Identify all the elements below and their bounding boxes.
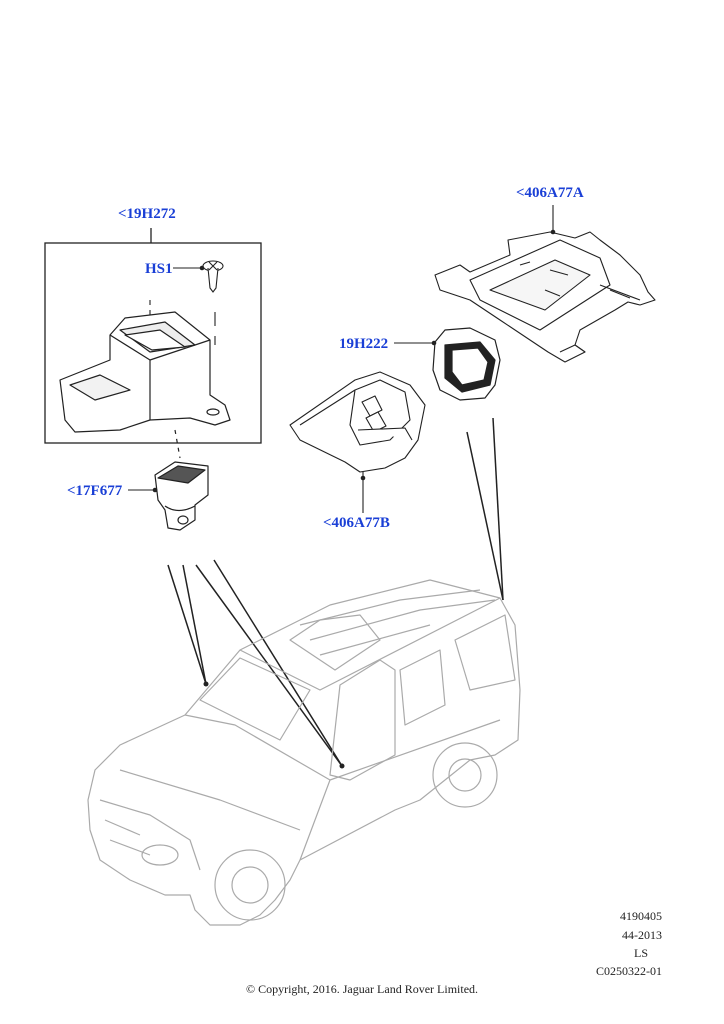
leader-dot [203, 681, 209, 687]
reference-date: 44-2013 [622, 928, 662, 942]
screw-hs1-part[interactable] [202, 260, 224, 293]
callout-406a77b[interactable]: <406A77B [323, 515, 390, 531]
callout-19h272[interactable]: <19H272 [118, 206, 176, 222]
sensor-bracket-part[interactable] [59, 311, 231, 433]
leader-dot [550, 229, 556, 235]
leader-dot [152, 487, 158, 493]
inset-box [44, 228, 262, 444]
callout-19h222[interactable]: 19H222 [339, 336, 389, 352]
sensor-module-part[interactable] [154, 429, 209, 531]
vehicle-outline [87, 579, 521, 926]
vehicle-pointer-lines [167, 417, 504, 767]
callout-17f677[interactable]: <17F677 [67, 483, 123, 499]
callout-406a77a[interactable]: <406A77A [516, 185, 584, 201]
reference-number: 4190405 [620, 909, 662, 923]
leader-lines [149, 267, 216, 345]
leader-dot [360, 475, 366, 481]
connector-19h222-part[interactable] [432, 327, 501, 401]
leader-dot [339, 763, 345, 769]
upper-bracket-part[interactable] [434, 231, 656, 363]
leader-dot [199, 265, 205, 271]
leader-dot [431, 340, 437, 346]
callout-hs1[interactable]: HS1 [145, 261, 173, 277]
trim-cover-part[interactable] [289, 371, 426, 473]
reference-illustration-id: C0250322-01 [596, 964, 662, 978]
copyright-notice: © Copyright, 2016. Jaguar Land Rover Lim… [245, 982, 479, 996]
reference-code: LS [633, 946, 648, 960]
